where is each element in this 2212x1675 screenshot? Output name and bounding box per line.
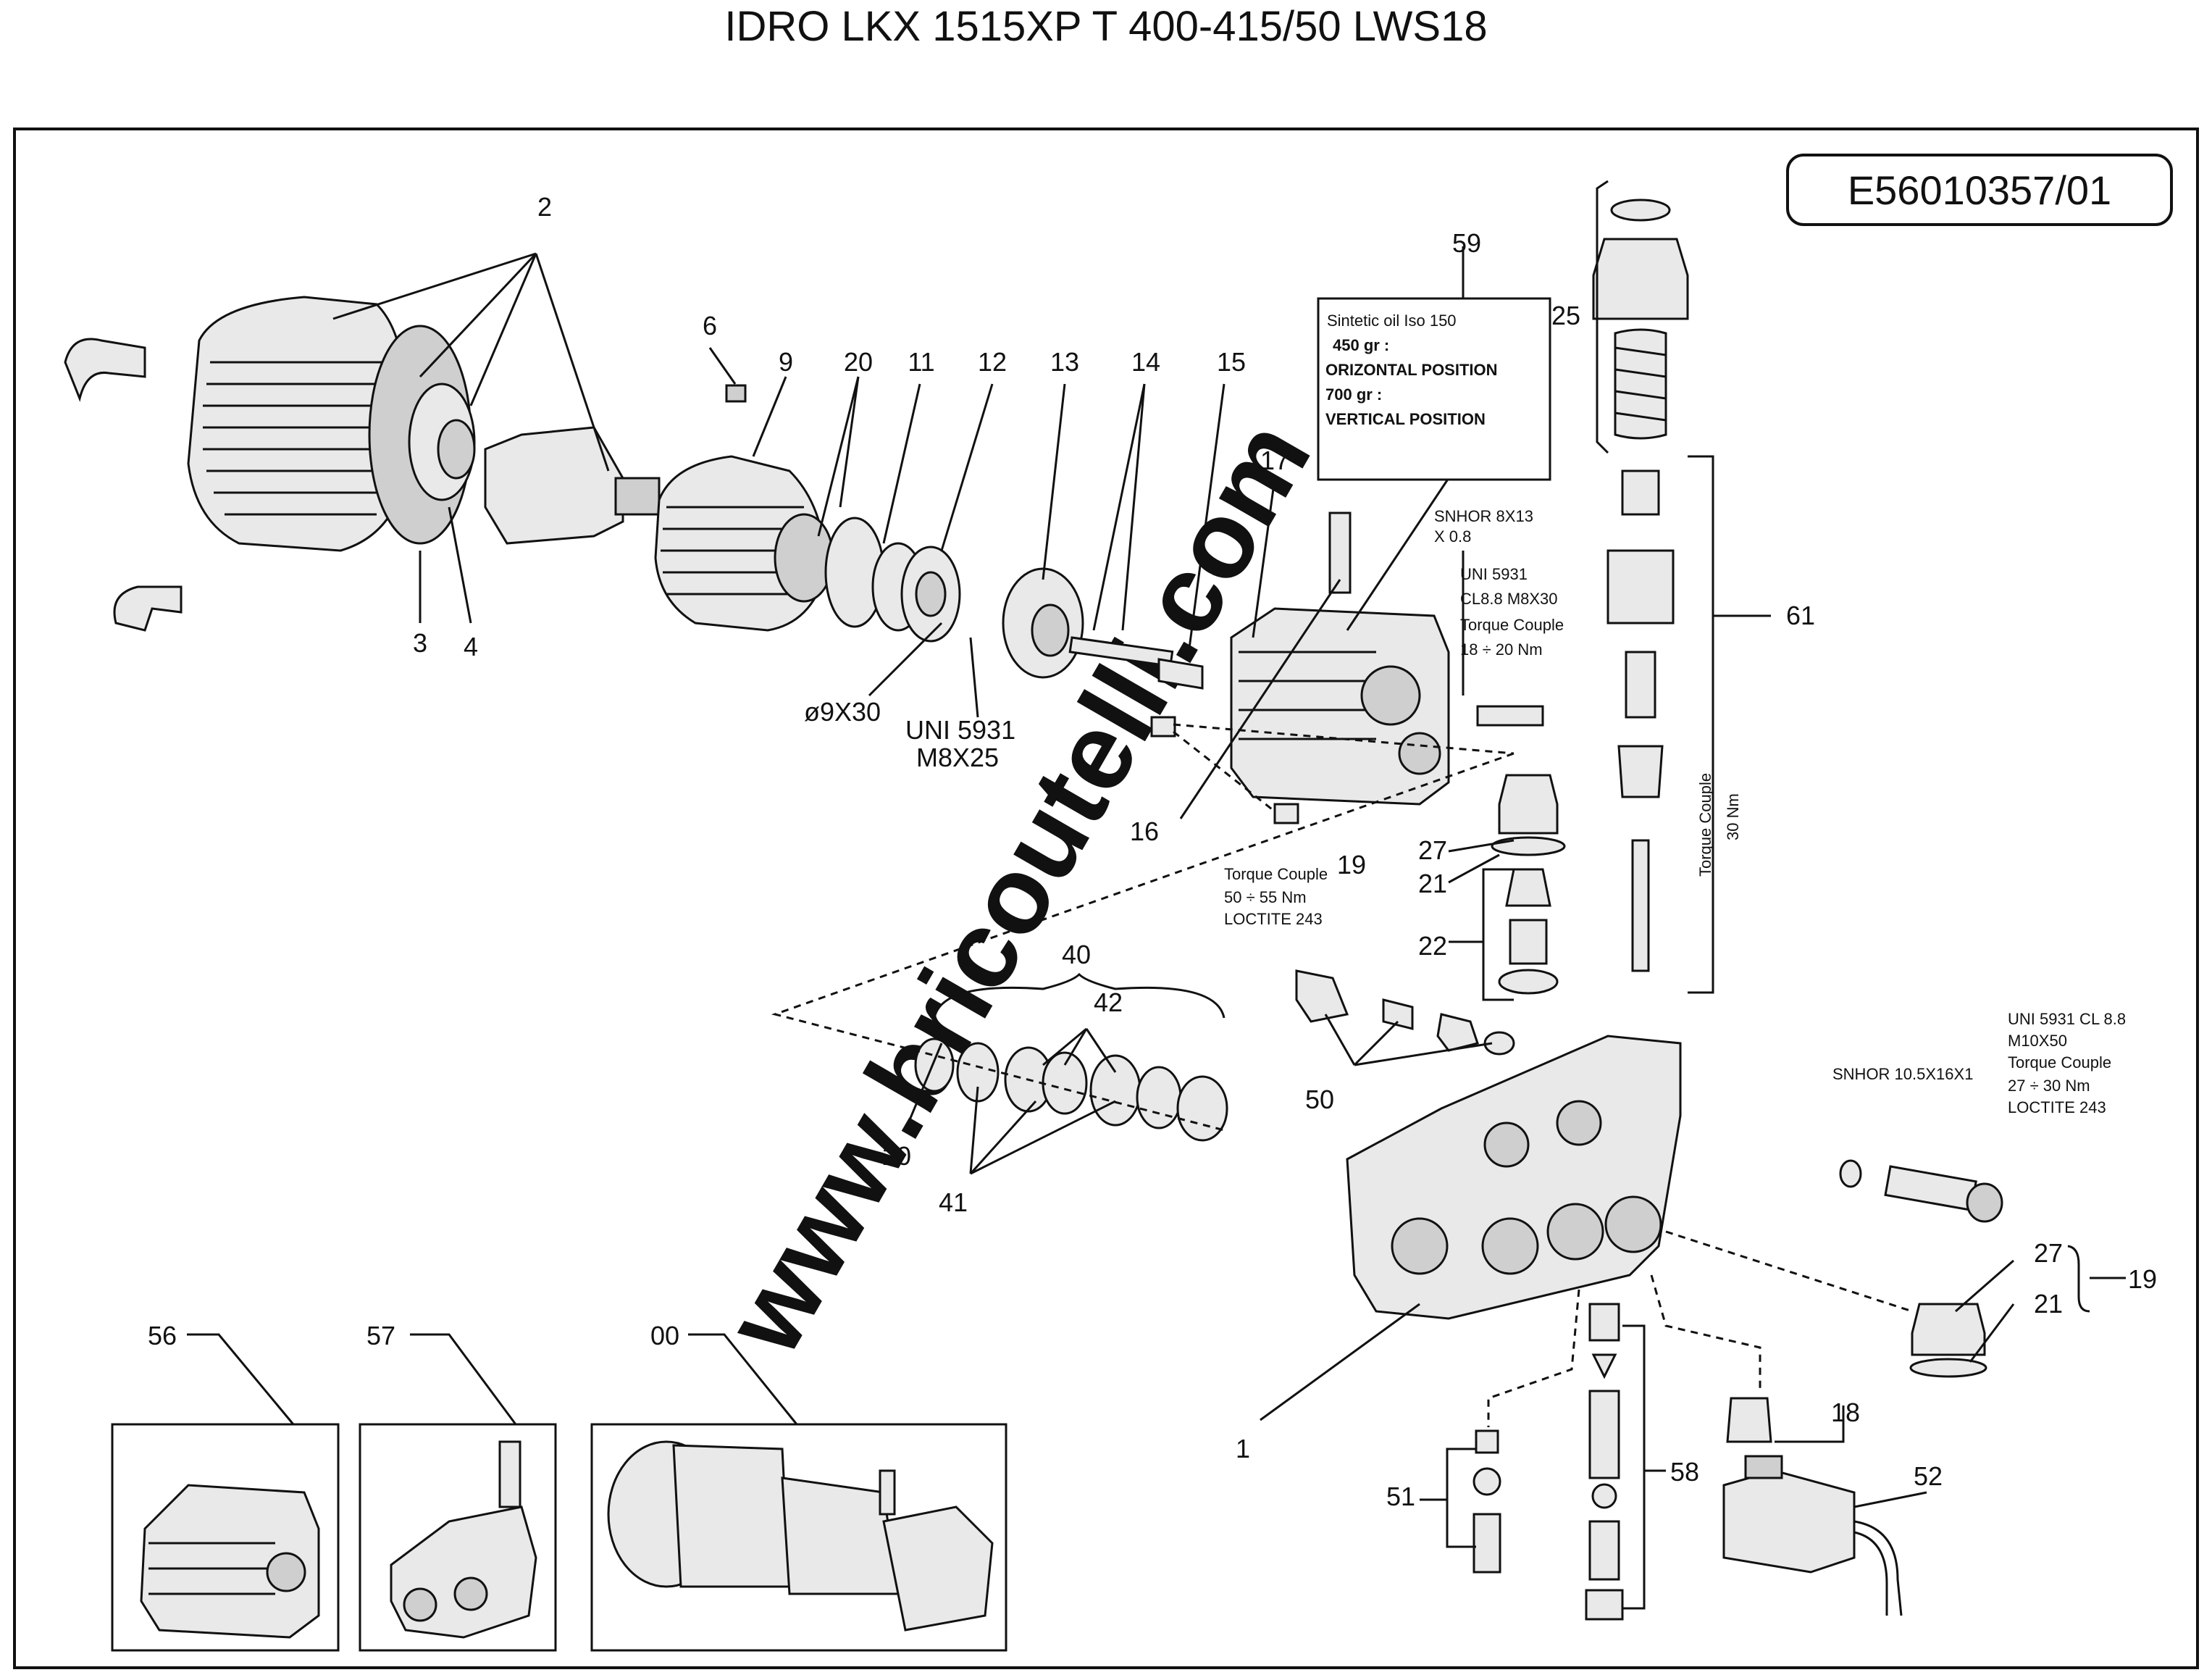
drawing-code-box [1786,154,2173,226]
callout-41: 41 [939,1187,968,1217]
note-snhor-8x13-thick: X 0.8 [1434,527,1471,546]
callout-19-lower: 19 [2128,1264,2157,1294]
callout-16: 16 [1130,816,1159,846]
valve-group-58 [1585,1303,1624,1621]
callout-58: 58 [1670,1457,1699,1487]
inset-57 [359,1423,557,1652]
callout-1: 1 [1236,1434,1250,1463]
inset-56 [111,1423,340,1652]
callout-27-upper: 27 [1418,835,1447,865]
note-loctite-243-a: LOCTITE 243 [1224,910,1323,928]
head-bolt [1839,1159,2003,1223]
check-valves [1295,969,1515,1056]
callout-56: 56 [148,1321,177,1350]
callout-12: 12 [978,347,1007,377]
note-torque-50-55-value: 50 ÷ 55 Nm [1224,888,1307,906]
callout-11: 11 [908,347,934,377]
drawing-code: E56010357/01 [1848,167,2111,213]
callout-42: 42 [1094,987,1123,1017]
drawing-frame [13,128,2199,1669]
bearings-and-seals [824,517,961,643]
note-snhor-10-5: SNHOR 10.5X16X1 [1832,1065,1973,1083]
note-torque-27-30-value: 27 ÷ 30 Nm [2008,1077,2090,1095]
pressure-switch [1722,1455,1903,1616]
callout-40: 40 [1062,940,1091,969]
motor-flange [654,384,834,632]
callout-27-lower: 27 [2034,1238,2063,1268]
callout-21-lower: 21 [2034,1289,2063,1319]
fitting-18 [1726,1397,1772,1443]
note-torque-18-20-value: 18 ÷ 20 Nm [1460,640,1543,659]
note-uni5931-m8x30-class: CL8.8 M8X30 [1460,590,1558,608]
callout-50: 50 [1305,1085,1334,1114]
callout-57: 57 [366,1321,395,1350]
callout-21-upper: 21 [1418,869,1447,898]
note-torque-50-55: Torque Couple [1224,865,1328,883]
callout-00: 00 [650,1321,679,1350]
callout-22: 22 [1418,931,1447,961]
valve-group-51 [1472,1429,1501,1574]
callout-9: 9 [779,347,793,377]
side-plug [1909,1303,1987,1378]
callout-20-upper: 20 [844,347,873,377]
oil-note-line-2: 450 gr : [1333,336,1389,354]
callout-52: 52 [1914,1461,1943,1491]
unloader-valve-assembly [1592,199,1689,972]
oil-note-line-5: VERTICAL POSITION [1325,410,1486,428]
oil-note-line-1: Sintetic oil Iso 150 [1327,312,1457,330]
electric-motor [64,296,476,632]
leader-lines [187,180,2126,1610]
diagram-title: IDRO LKX 1515XP T 400-415/50 LWS18 [724,3,1487,50]
callout-25: 25 [1551,301,1580,330]
callout-6: 6 [703,311,717,341]
note-torque-27-30: Torque Couple [2008,1053,2111,1072]
note-uni5931-m8x25-size: M8X25 [916,743,999,772]
note-torque-30nm: Torque Couple [1696,773,1714,877]
swash-plate-and-pistons [1002,567,1204,690]
note-pin-9x30: ø9X30 [804,697,881,727]
note-snhor-8x13: SNHOR 8X13 [1434,507,1533,525]
callout-15: 15 [1217,347,1246,377]
callout-61: 61 [1786,601,1815,630]
note-uni5931-m10x50-size: M10X50 [2008,1032,2067,1050]
pump-head [1346,1035,1682,1320]
note-uni5931-m10x50: UNI 5931 CL 8.8 [2008,1010,2126,1028]
note-uni5931-m8x25: UNI 5931 [905,715,1015,745]
pump-crankcase [1150,511,1544,824]
callout-20-lower: 20 [882,1141,911,1171]
oil-note-line-4: 700 gr : [1325,385,1382,404]
callout-2: 2 [537,192,552,222]
oil-note-line-3: ORIZONTAL POSITION [1325,361,1498,379]
callout-13: 13 [1050,347,1079,377]
oil-note-box [1317,297,1551,481]
note-loctite-243-b: LOCTITE 243 [2008,1098,2106,1116]
callout-59: 59 [1452,228,1481,258]
assembly-dashed-lines [771,723,1913,1427]
callout-18: 18 [1831,1398,1860,1427]
callout-4: 4 [464,632,478,661]
note-torque-18-20: Torque Couple [1460,616,1564,634]
plug-and-valve-group [1491,774,1566,995]
callout-3: 3 [413,628,427,658]
callout-19-upper: 19 [1337,850,1366,880]
note-uni5931-m8x30: UNI 5931 [1460,565,1528,583]
callout-14: 14 [1131,347,1160,377]
motor-rotor [484,426,661,545]
note-torque-30nm-value: 30 Nm [1724,793,1742,840]
callout-17: 17 [1260,446,1289,475]
callout-51: 51 [1386,1482,1415,1511]
inset-00 [590,1423,1007,1652]
callout-numbers: 2 3 4 6 9 20 11 12 13 14 15 17 59 25 61 … [148,192,2157,1511]
